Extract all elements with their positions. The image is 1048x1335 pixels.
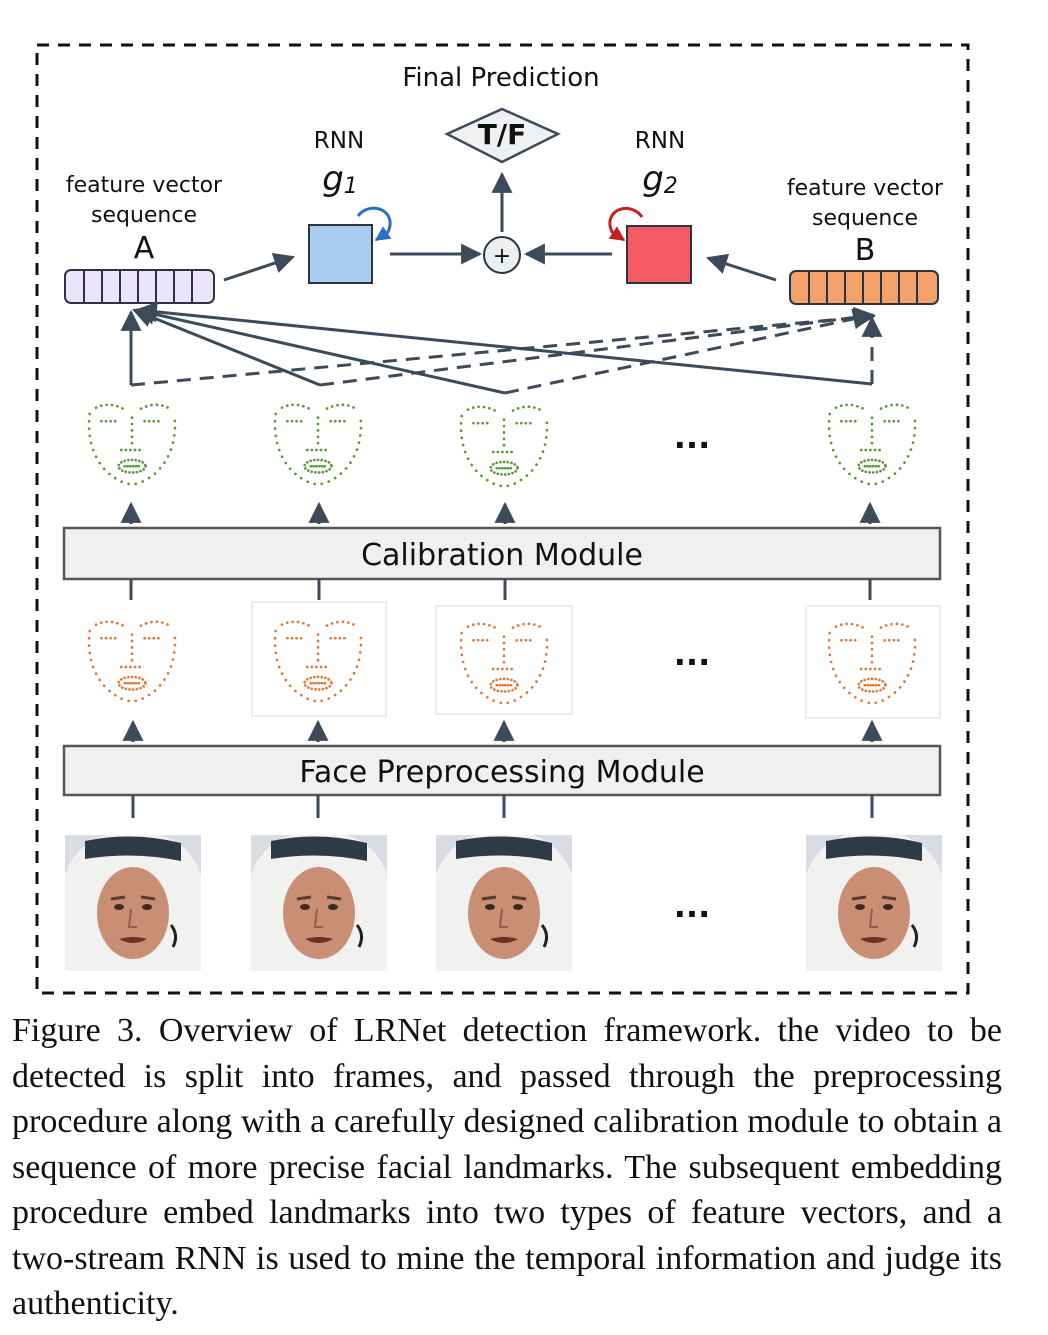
seq-a-letter: A bbox=[134, 231, 155, 266]
calibration-module-box bbox=[62, 526, 942, 581]
video-frame-3 bbox=[436, 835, 572, 971]
link-l3-a bbox=[133, 303, 506, 395]
video-frame-4 bbox=[806, 835, 942, 971]
decision-diamond bbox=[444, 107, 561, 164]
dlink-l2-b bbox=[319, 306, 876, 387]
figure-caption: Figure 3. Overview of LRNet detection fr… bbox=[12, 1012, 1002, 1322]
rnn2-name: g2 bbox=[642, 159, 678, 199]
rnn1-label: RNN bbox=[314, 128, 364, 154]
arrow-seq-a-to-rnn1 bbox=[223, 253, 295, 282]
feature-sequence-a bbox=[64, 269, 215, 304]
dlink-l1-b bbox=[130, 307, 877, 387]
seq-b-letter: B bbox=[855, 233, 876, 268]
rnn2-recurrent-arrow bbox=[608, 206, 644, 242]
link-l4-a bbox=[135, 301, 873, 386]
rnn1-box bbox=[308, 224, 373, 284]
landmarks-orange-3 bbox=[459, 622, 549, 705]
arrow-seq-b-to-rnn2 bbox=[706, 253, 777, 282]
frame-box-4 bbox=[805, 605, 941, 719]
rnn2-name-sub: 2 bbox=[664, 174, 678, 199]
landmarks-orange-1 bbox=[87, 620, 177, 703]
rnn1-name-sub: 1 bbox=[344, 174, 358, 199]
rnn1-name-main: g bbox=[322, 159, 344, 199]
frame-box-2 bbox=[251, 601, 387, 717]
rnn1-name: g1 bbox=[322, 159, 358, 199]
ellipsis-landmarks-green: ... bbox=[674, 418, 710, 456]
ellipsis-frames: ... bbox=[674, 887, 710, 925]
ellipsis-landmarks-orange: ... bbox=[674, 635, 710, 673]
seq-a-line1: feature vector bbox=[66, 173, 223, 198]
decision-label: T/F bbox=[478, 118, 526, 151]
sum-symbol: + bbox=[493, 244, 511, 269]
rnn1-recurrent-arrow bbox=[356, 206, 392, 242]
outer-dashed-frame bbox=[35, 43, 970, 995]
seq-b-line1: feature vector bbox=[787, 176, 944, 201]
landmarks-green-3 bbox=[459, 405, 549, 488]
landmarks-orange-4 bbox=[827, 622, 917, 705]
landmarks-green-1 bbox=[87, 403, 177, 486]
preprocessing-module-label: Face Preprocessing Module bbox=[299, 755, 704, 790]
rnn2-label: RNN bbox=[635, 128, 685, 154]
video-frame-1 bbox=[65, 835, 201, 971]
seq-a-line2: sequence bbox=[91, 203, 197, 228]
final-prediction-label: Final Prediction bbox=[402, 63, 599, 93]
sum-node bbox=[483, 236, 521, 274]
landmarks-green-4 bbox=[827, 403, 917, 486]
rnn2-name-main: g bbox=[642, 159, 664, 199]
rnn2-box bbox=[626, 225, 692, 284]
link-l2-a bbox=[132, 307, 321, 387]
framework-diagram: Final Prediction T/F RNN g1 RNN g2 featu… bbox=[35, 43, 970, 995]
landmarks-green-2 bbox=[273, 403, 363, 486]
frame-box-3 bbox=[435, 605, 573, 715]
preprocessing-module-box bbox=[62, 744, 942, 797]
landmarks-orange-2 bbox=[273, 620, 363, 703]
calibration-module-label: Calibration Module bbox=[361, 538, 643, 573]
video-frame-2 bbox=[251, 835, 387, 971]
dlink-l3-b bbox=[504, 308, 875, 395]
seq-b-line2: sequence bbox=[812, 206, 918, 231]
feature-sequence-b bbox=[789, 270, 939, 305]
